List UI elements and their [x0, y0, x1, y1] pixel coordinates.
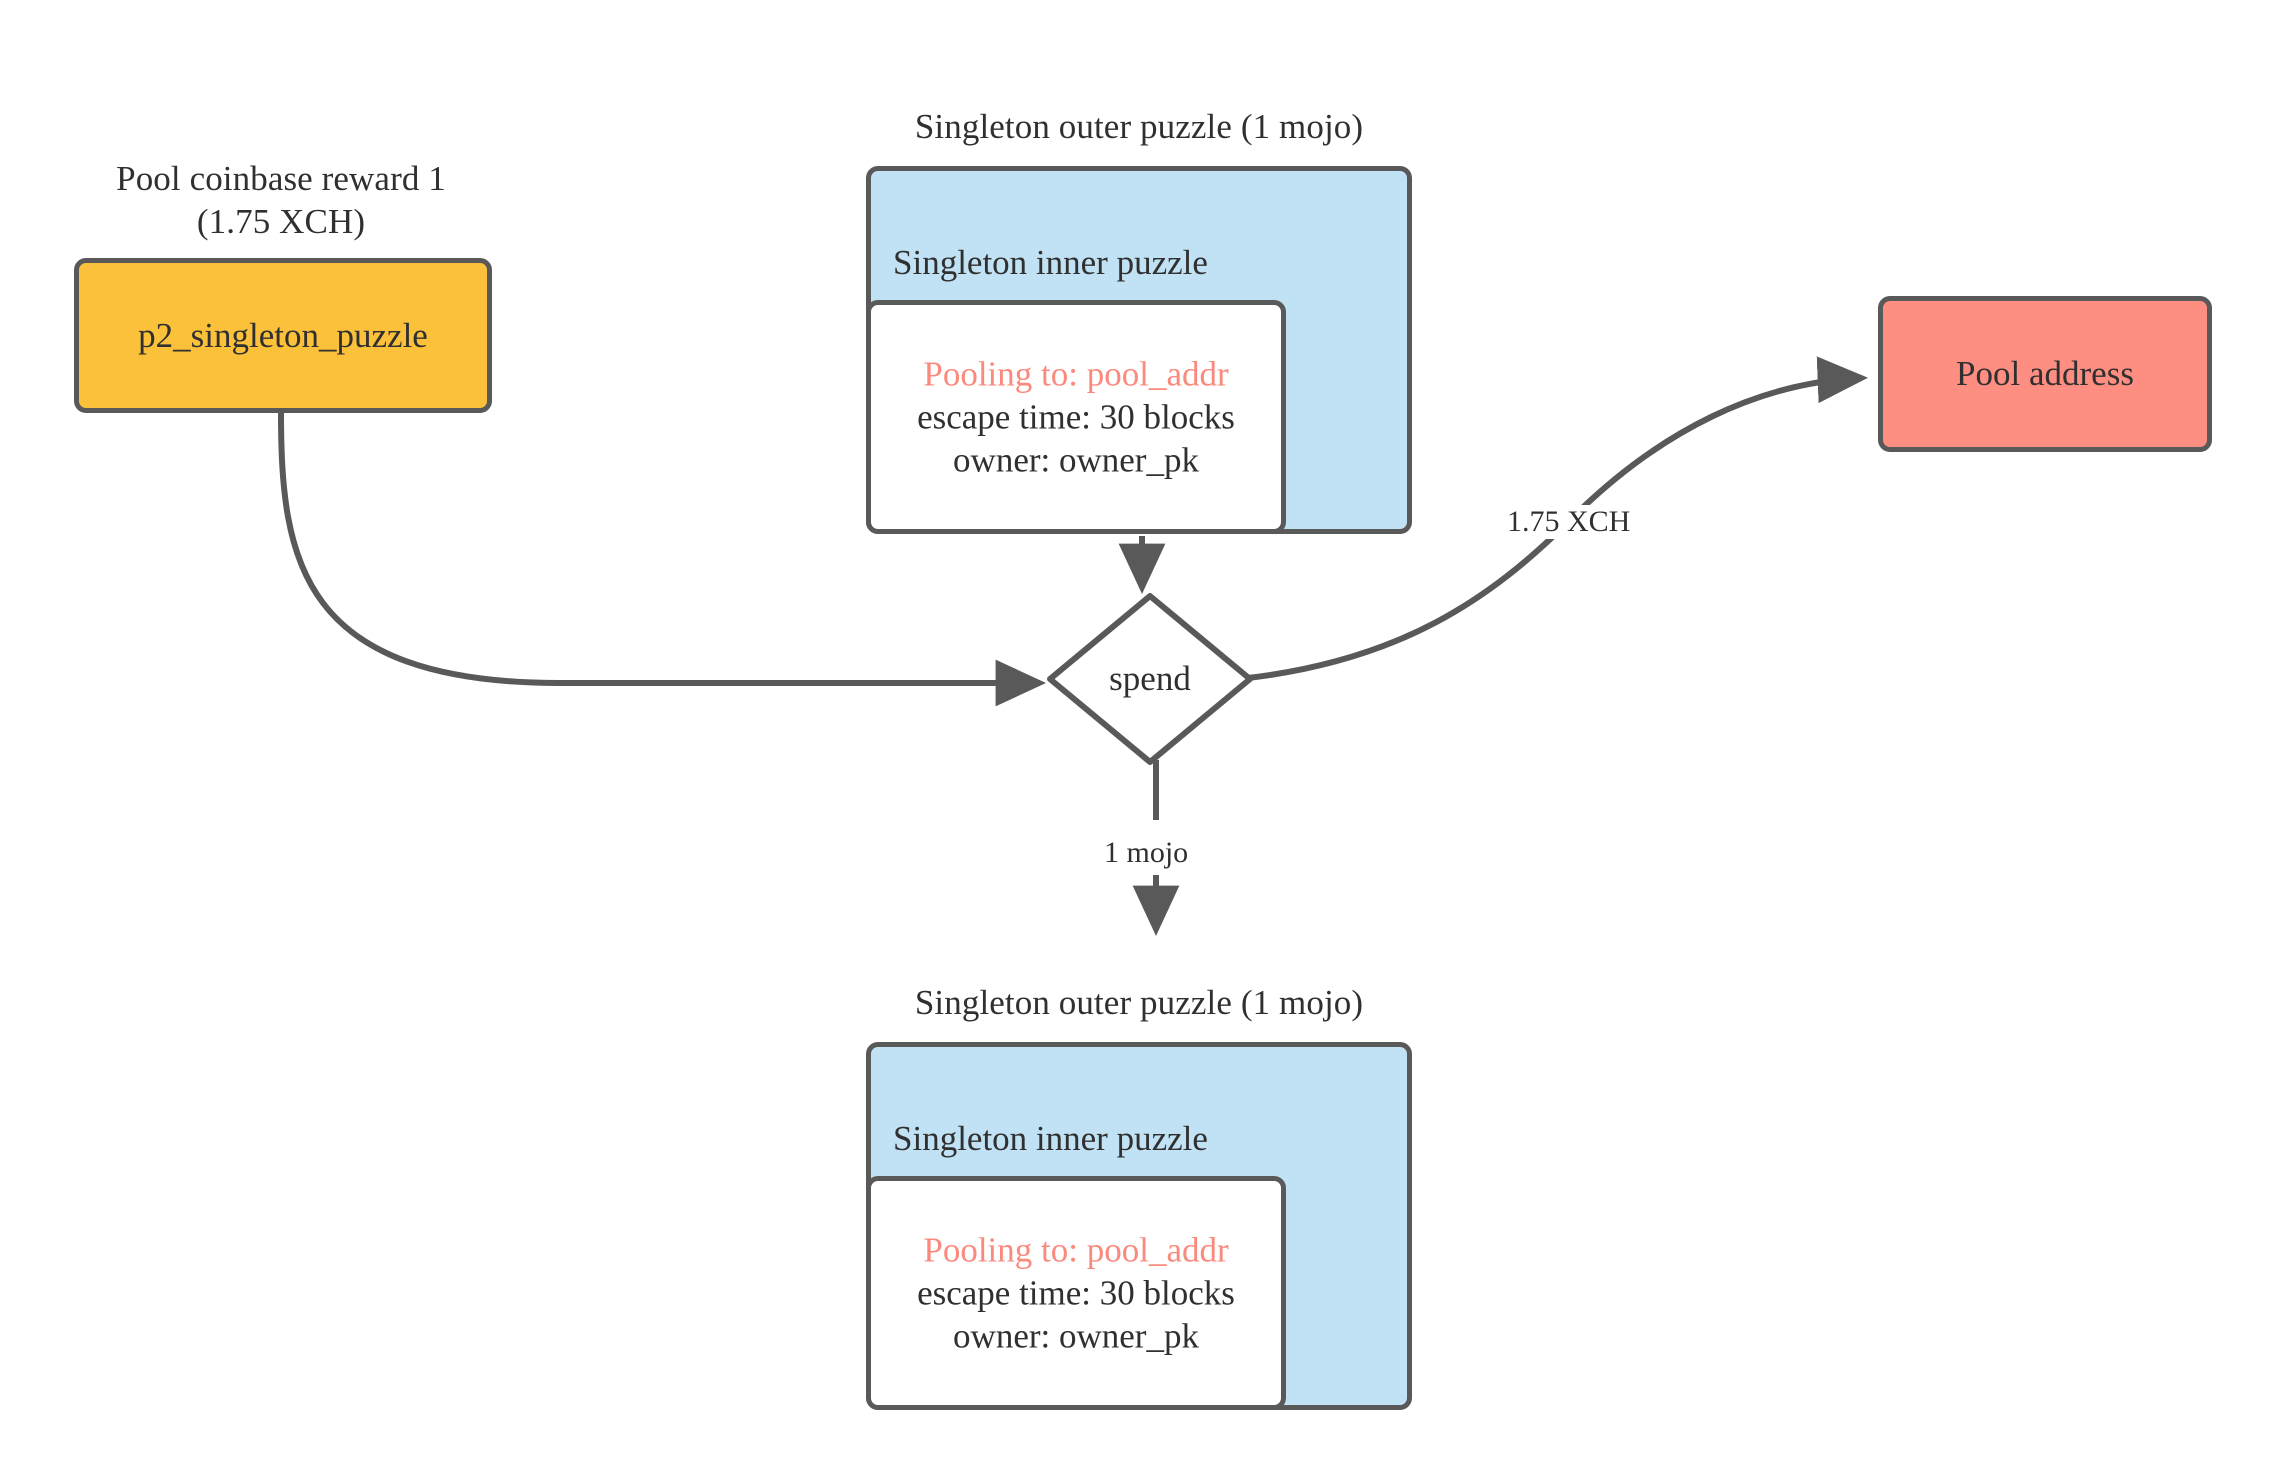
p2-singleton-puzzle-node[interactable]: p2_singleton_puzzle: [74, 258, 492, 413]
pool-address-node[interactable]: Pool address: [1878, 296, 2212, 452]
singleton-top-inner-box[interactable]: Pooling to: pool_addr escape time: 30 bl…: [866, 300, 1286, 534]
spend-node[interactable]: spend: [1044, 590, 1256, 768]
singleton-top-pooling-to: Pooling to: pool_addr: [923, 354, 1229, 394]
coinbase-caption: Pool coinbase reward 1 (1.75 XCH): [72, 158, 490, 243]
singleton-bottom-owner: owner: owner_pk: [953, 1316, 1199, 1356]
singleton-bottom-escape-time: escape time: 30 blocks: [917, 1273, 1235, 1313]
pool-address-label: Pool address: [1956, 354, 2134, 393]
singleton-top-caption: Singleton outer puzzle (1 mojo): [866, 107, 1412, 147]
edge-label-1-mojo: 1 mojo: [1100, 836, 1193, 870]
spend-label: spend: [1109, 659, 1191, 698]
singleton-bottom-inner-box[interactable]: Pooling to: pool_addr escape time: 30 bl…: [866, 1176, 1286, 1410]
singleton-bottom-pooling-to: Pooling to: pool_addr: [923, 1230, 1229, 1270]
singleton-top-owner: owner: owner_pk: [953, 440, 1199, 480]
singleton-top-inner-title: Singleton inner puzzle: [893, 243, 1208, 282]
coinbase-caption-line1: Pool coinbase reward 1: [116, 159, 446, 198]
p2-singleton-puzzle-label: p2_singleton_puzzle: [138, 315, 428, 355]
singleton-bottom-inner-title: Singleton inner puzzle: [893, 1119, 1208, 1158]
singleton-top-caption-text: Singleton outer puzzle (1 mojo): [914, 107, 1364, 146]
edge-label-1-75-xch: 1.75 XCH: [1503, 505, 1635, 539]
singleton-bottom-caption: Singleton outer puzzle (1 mojo): [866, 983, 1412, 1023]
spend-diamond-shape: [1047, 593, 1253, 765]
coinbase-caption-line2: (1.75 XCH): [196, 201, 366, 241]
singleton-bottom-caption-text: Singleton outer puzzle (1 mojo): [914, 983, 1364, 1022]
singleton-top-escape-time: escape time: 30 blocks: [917, 397, 1235, 437]
singleton-bottom-inner-attrs: Pooling to: pool_addr escape time: 30 bl…: [871, 1228, 1281, 1357]
singleton-top-inner-attrs: Pooling to: pool_addr escape time: 30 bl…: [871, 352, 1281, 481]
edge-coinbase-to-spend: [278, 411, 1046, 707]
